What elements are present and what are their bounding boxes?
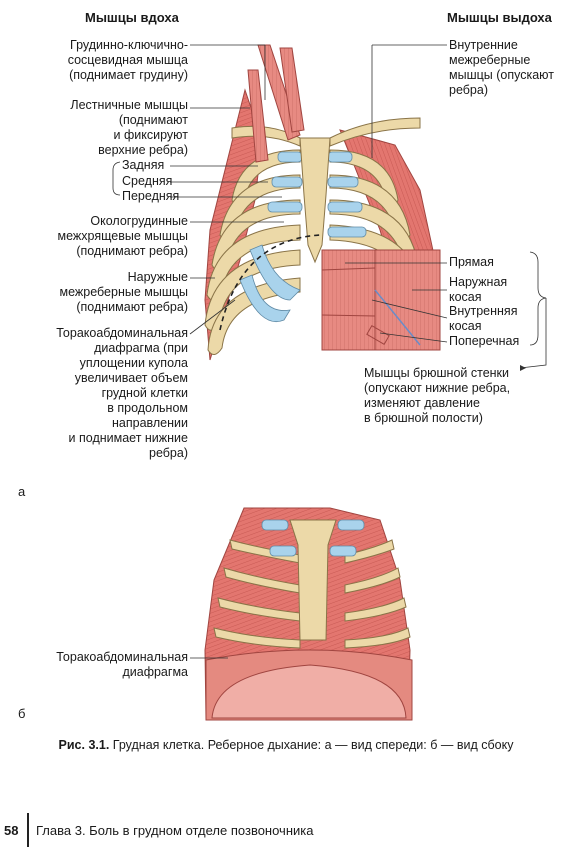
panel-label-a: а — [18, 484, 26, 499]
chapter-title: Глава 3. Боль в грудном отделе позвоночн… — [36, 823, 314, 838]
inhale-muscles-header: Мышцы вдоха — [85, 10, 179, 25]
label-rectus: Прямая — [449, 255, 494, 269]
label-abdominal-wall: Мышцы брюшной стенки(опускают нижние реб… — [364, 366, 511, 425]
footer-divider — [27, 813, 29, 847]
label-scalene-anterior: Передняя — [122, 189, 180, 203]
label-scm: Грудинно-ключично-сосцевидная мышца(подн… — [67, 38, 188, 82]
front-thorax — [204, 44, 441, 361]
label-transverse: Поперечная — [449, 334, 520, 348]
label-scalene-posterior: Задняя — [122, 158, 165, 172]
caption-text: Грудная клетка. Реберное дыхание: а — ви… — [109, 738, 514, 752]
exhale-muscles-header: Мышцы выдоха — [447, 10, 552, 25]
label-scalene-middle: Средняя — [122, 174, 173, 188]
panel-label-b: б — [18, 706, 26, 721]
page-number: 58 — [4, 823, 19, 838]
figure-caption: Рис. 3.1. Грудная клетка. Реберное дыхан… — [0, 738, 572, 752]
caption-prefix: Рис. 3.1. — [58, 738, 110, 752]
side-thorax — [204, 507, 413, 721]
leader-lines-a — [112, 44, 547, 369]
